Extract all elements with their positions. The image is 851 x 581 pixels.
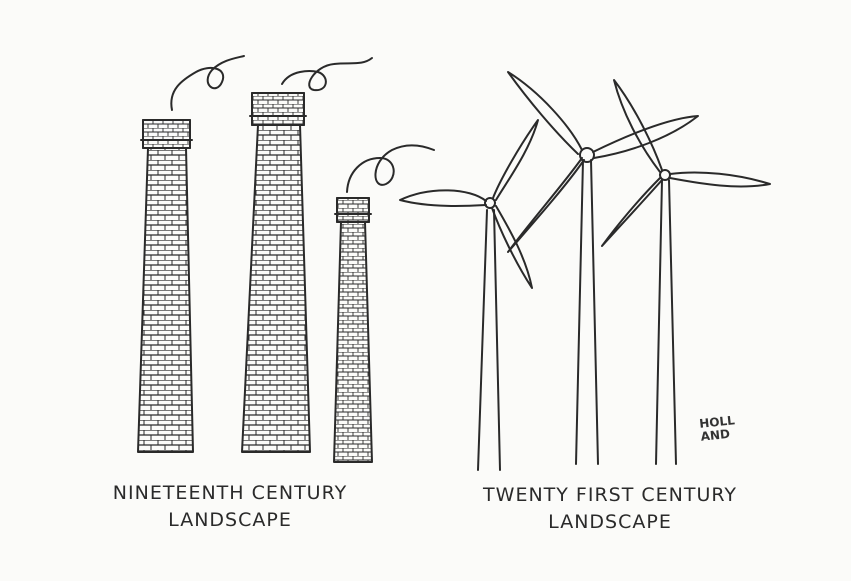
caption-nineteenth-century: NINETEENTH CENTURY LANDSCAPE	[60, 480, 400, 534]
caption-right-line2: LANDSCAPE	[548, 511, 672, 533]
caption-left-line2: LANDSCAPE	[168, 509, 292, 531]
caption-left-line1: NINETEENTH CENTURY	[112, 482, 348, 504]
chimney-left	[137, 55, 245, 453]
wind-turbine-left	[399, 119, 539, 471]
artist-signature: HOLL AND	[699, 413, 737, 444]
chimney-right	[333, 144, 435, 463]
wind-turbine-middle	[507, 71, 699, 465]
wind-turbine-right	[601, 79, 771, 465]
caption-twenty-first-century: TWENTY FIRST CENTURY LANDSCAPE	[440, 482, 780, 536]
caption-right-line1: TWENTY FIRST CENTURY	[483, 484, 737, 506]
